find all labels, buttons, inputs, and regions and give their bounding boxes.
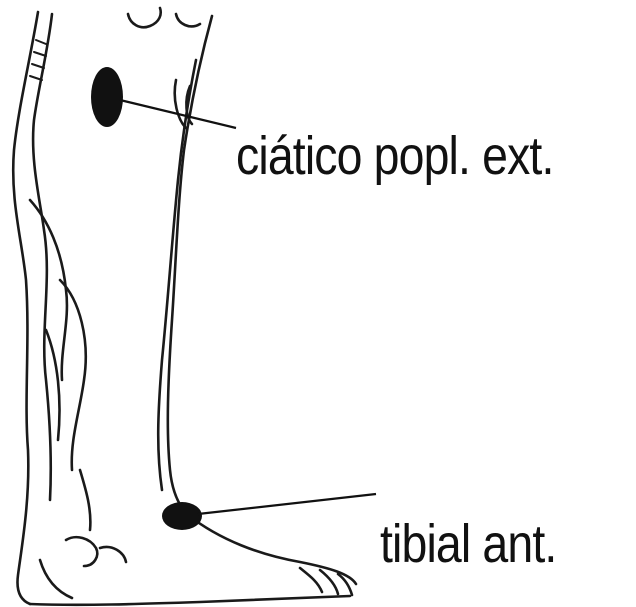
- ankle-bone: [66, 537, 97, 566]
- electrode-tibial: [162, 502, 202, 530]
- shin-line: [158, 60, 196, 490]
- label-tibial-ant: tibial ant.: [380, 512, 556, 576]
- ankle-bone-2: [100, 547, 126, 562]
- calf-line: [30, 200, 67, 380]
- calf-line-2: [60, 280, 86, 470]
- foot-toes: [300, 568, 352, 595]
- label-ciatico-popl-ext: ciático popl. ext.: [236, 124, 554, 188]
- foot-top: [188, 515, 356, 584]
- foot-sole: [30, 596, 350, 605]
- ankle-tendon: [80, 470, 90, 530]
- thigh-fold: [128, 8, 161, 27]
- calf-line-3: [46, 330, 60, 440]
- leader-line-ciatico: [120, 100, 236, 128]
- electrode-ciatico: [91, 67, 123, 127]
- heel-line: [40, 560, 72, 598]
- leg-outline-back: [13, 12, 38, 604]
- leg-inner-contour: [33, 14, 52, 500]
- thigh-fold-2: [176, 14, 200, 26]
- leader-line-tibial: [198, 494, 376, 514]
